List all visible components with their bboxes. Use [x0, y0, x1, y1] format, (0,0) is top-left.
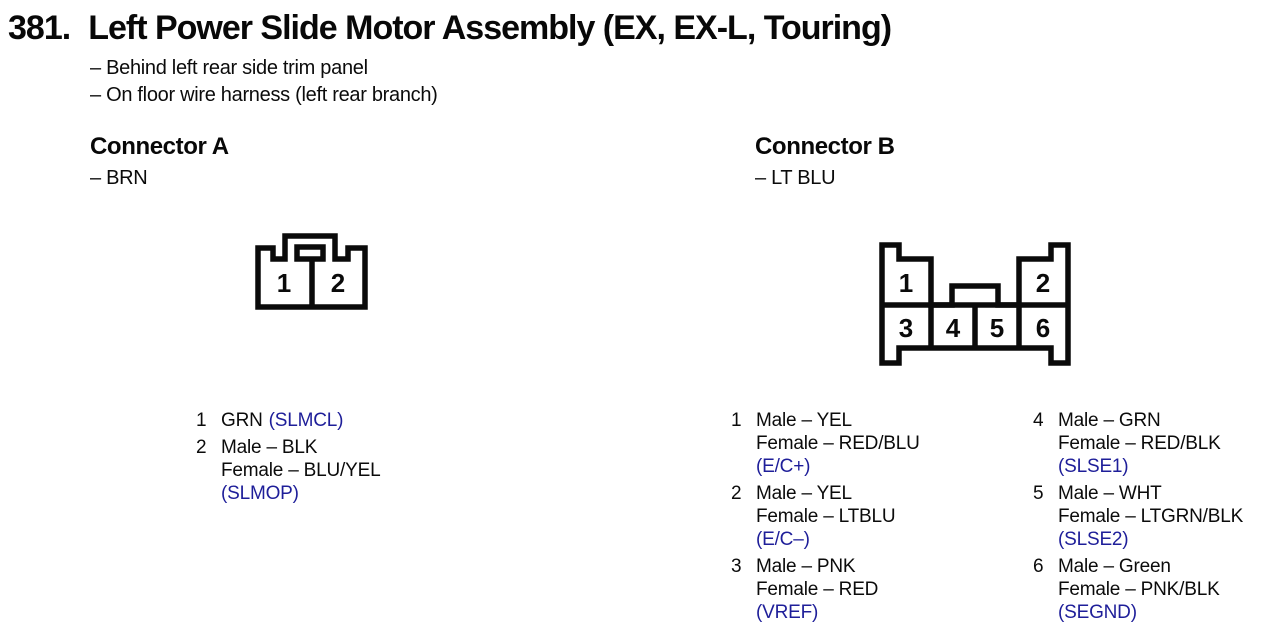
- cavity-label-b2: 2: [1036, 268, 1050, 298]
- connector-b-housing-color: – LT BLU: [755, 167, 836, 189]
- cavity-label-b5: 5: [990, 313, 1004, 343]
- location-note: – On floor wire harness (left rear branc…: [90, 84, 438, 106]
- pin-number: 2: [731, 483, 742, 504]
- pin-signal-name: (SLMCL): [268, 410, 344, 431]
- connector-a-lock-slot: [294, 244, 326, 262]
- pin-female-wire: Female – LTBLU: [756, 506, 896, 527]
- item-number: 381.: [8, 9, 71, 47]
- connector-b-diagram: 1 2 3 4 5 6: [879, 242, 1071, 366]
- cavity-label-a2: 2: [331, 268, 345, 298]
- pin-item-b4: 4 Male – GRN Female – RED/BLK (SLSE1): [1033, 409, 1243, 478]
- location-note: – Behind left rear side trim panel: [90, 57, 368, 79]
- pin-item-a2: 2 Male – BLK Female – BLU/YEL (SLMOP): [196, 436, 381, 505]
- cavity-label-a1: 1: [277, 268, 291, 298]
- pin-signal-name: (SEGND): [1058, 602, 1137, 623]
- pin-female-wire: Female – RED/BLK: [1058, 433, 1221, 454]
- pin-male-wire: Male – PNK: [756, 556, 856, 577]
- pin-item-b3: 3 Male – PNK Female – RED (VREF): [731, 555, 920, 624]
- pin-number: 1: [731, 410, 742, 431]
- cavity-label-b6: 6: [1036, 313, 1050, 343]
- pin-wire-color: GRN: [221, 410, 263, 431]
- pin-item-b5: 5 Male – WHT Female – LTGRN/BLK (SLSE2): [1033, 482, 1243, 551]
- pin-number: 6: [1033, 556, 1044, 577]
- pin-signal-name: (VREF): [756, 602, 819, 623]
- pin-number: 3: [731, 556, 742, 577]
- pin-item-b6: 6 Male – Green Female – PNK/BLK (SEGND): [1033, 555, 1243, 624]
- pin-female-wire: Female – LTGRN/BLK: [1058, 506, 1244, 527]
- pin-female-wire: Female – RED: [756, 579, 879, 600]
- pin-item-b2: 2 Male – YEL Female – LTBLU (E/C–): [731, 482, 920, 551]
- location-notes: – Behind left rear side trim panel – On …: [90, 55, 438, 109]
- pin-female-wire: Female – BLU/YEL: [221, 460, 381, 481]
- pin-signal-name: (SLMOP): [221, 483, 299, 504]
- connector-a-pin-list: 1 GRN(SLMCL) 2 Male – BLK Female – BLU/Y…: [196, 409, 381, 509]
- pin-female-wire: Female – PNK/BLK: [1058, 579, 1220, 600]
- page-title: 381. Left Power Slide Motor Assembly (EX…: [8, 9, 892, 48]
- pin-signal-name: (SLSE2): [1058, 529, 1129, 550]
- pin-female-wire: Female – RED/BLU: [756, 433, 920, 454]
- connector-a-housing-color: – BRN: [90, 167, 148, 189]
- pin-number: 1: [196, 410, 207, 431]
- pin-signal-name: (E/C+): [756, 456, 811, 477]
- pin-wire-line: GRN(SLMCL): [221, 409, 343, 432]
- pin-number: 2: [196, 437, 207, 458]
- pin-male-wire: Male – YEL: [756, 410, 852, 431]
- pin-signal-name: (E/C–): [756, 529, 810, 550]
- connector-b-pin-list-left: 1 Male – YEL Female – RED/BLU (E/C+) 2 M…: [731, 409, 920, 628]
- connector-b-heading: Connector B: [755, 133, 895, 160]
- connector-a-heading: Connector A: [90, 133, 229, 160]
- cavity-label-b3: 3: [899, 313, 913, 343]
- cavity-label-b1: 1: [899, 268, 913, 298]
- connector-b-pin-list-right: 4 Male – GRN Female – RED/BLK (SLSE1) 5 …: [1033, 409, 1243, 628]
- pin-male-wire: Male – WHT: [1058, 483, 1162, 504]
- connector-a-outline: [255, 233, 368, 310]
- pin-item-b1: 1 Male – YEL Female – RED/BLU (E/C+): [731, 409, 920, 478]
- pin-male-wire: Male – BLK: [221, 437, 318, 458]
- pin-item-a1: 1 GRN(SLMCL): [196, 409, 380, 432]
- pin-male-wire: Male – YEL: [756, 483, 852, 504]
- connector-b-outline: [879, 242, 1071, 366]
- cavity-label-b4: 4: [946, 313, 961, 343]
- pin-number: 5: [1033, 483, 1044, 504]
- pin-number: 4: [1033, 410, 1044, 431]
- item-title: Left Power Slide Motor Assembly (EX, EX-…: [88, 9, 892, 47]
- pin-signal-name: (SLSE1): [1058, 456, 1129, 477]
- connector-a-diagram: 1 2: [255, 233, 368, 310]
- pin-male-wire: Male – GRN: [1058, 410, 1161, 431]
- pin-male-wire: Male – Green: [1058, 556, 1171, 577]
